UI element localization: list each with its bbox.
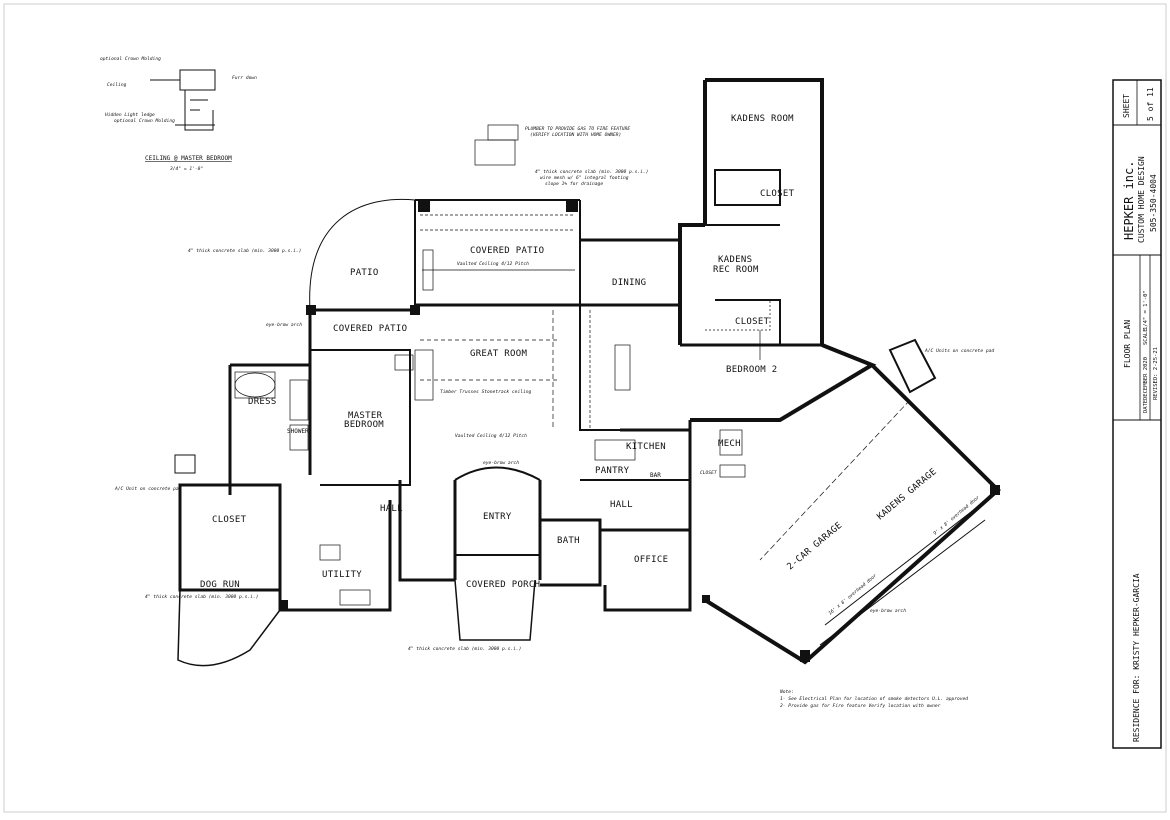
room-label-kadens-room: KADENS ROOM [731, 114, 794, 124]
detail-note-furr: Furr down [232, 75, 257, 81]
ceiling-detail [150, 69, 216, 131]
note-1: 1- See Electrical Plan for location of s… [780, 696, 968, 702]
note-vaulted-patio: Vaulted Ceiling 4/12 Pitch [457, 261, 529, 267]
room-label-covered-porch: COVERED PORCH [466, 580, 540, 590]
note-slab-patio: 4" thick concrete slab (min. 3000 p.s.i.… [535, 169, 648, 175]
note-eyebrow-entry: eye-brow arch [483, 460, 519, 466]
scale-value: 1/4" = 1'-0" [1143, 290, 1149, 330]
detail-title: CEILING @ MASTER BEDROOM [145, 155, 232, 162]
note-slab-dogrun: 4" thick concrete slab (min. 3000 p.s.i.… [145, 594, 258, 600]
room-label-patio: PATIO [350, 268, 379, 278]
room-label-dress: DRESS [248, 397, 277, 407]
room-label-bar: BAR [650, 472, 661, 479]
room-label-closet-bed2: CLOSET [735, 317, 770, 327]
room-label-kitchen: KITCHEN [626, 442, 666, 452]
note-fire-feature: PLUMBER TO PROVIDE GAS TO FIRE FEATURE [525, 126, 630, 132]
scale-label: SCALE [1143, 328, 1149, 345]
room-label-closet-master: CLOSET [212, 515, 247, 525]
note-vaulted: Vaulted Ceiling 4/12 Pitch [455, 433, 527, 439]
room-label-covered-patio-west: COVERED PATIO [333, 324, 407, 334]
room-label-hall-east: HALL [610, 500, 633, 510]
notes-title: Note: [779, 689, 794, 695]
room-label-pantry: PANTRY [595, 466, 630, 476]
date-value: DECEMBER 2020 [1143, 357, 1149, 400]
room-label-entry: ENTRY [483, 512, 512, 522]
room-label-2-car-garage: 2-CAR GARAGE [786, 521, 845, 573]
detail-note-crown-2: optional Crown Molding [114, 118, 175, 124]
note-fire-feature-verify: (VERIFY LOCATION WITH HOME OWNER) [530, 132, 621, 138]
sheet-border [3, 3, 1167, 813]
sheet-label: SHEET [1122, 94, 1131, 118]
room-label-hall-west: HALL [380, 504, 403, 514]
interior-fixtures [234, 124, 986, 646]
note-ac-unit-west: A/C Unit on concrete pad [114, 486, 182, 492]
detail-scale: 3/4" = 1'-0" [169, 166, 203, 172]
room-label-dining: DINING [612, 278, 646, 288]
room-label-rec-room: REC ROOM [713, 265, 759, 275]
room-label-kadens-rec: KADENS [718, 255, 752, 265]
room-label-great-room: GREAT ROOM [470, 349, 527, 359]
room-label-kadens-garage: KADENS GARAGE [876, 467, 939, 522]
date-label: DATE [1143, 400, 1149, 413]
note-eyebrow-garage: eye-brow arch [870, 608, 906, 614]
company-name: HEPKER inc. [1122, 161, 1136, 240]
room-label-shower: SHOWER [287, 428, 309, 435]
detail-note-crown-1: optional Crown Molding [100, 56, 161, 62]
note-ac-units: A/C Units on concrete pad [924, 348, 994, 354]
revised-date: REVISED: 2-25-21 [1153, 347, 1159, 400]
note-2: 2- Provide gas for Fire feature Verify l… [780, 703, 941, 709]
room-label-utility: UTILITY [322, 570, 362, 580]
room-label-bedroom: BEDROOM [344, 420, 384, 430]
piers [174, 200, 1000, 662]
room-label-dog-run: DOG RUN [200, 580, 240, 590]
sheet-number: 5 of 11 [1146, 87, 1155, 121]
room-label-master: MASTER [348, 411, 383, 421]
room-label-closet-mech: CLOSET [700, 470, 717, 476]
annotations: PLUMBER TO PROVIDE GAS TO FIRE FEATURE (… [114, 126, 994, 709]
room-label-covered-patio: COVERED PATIO [470, 246, 544, 256]
exterior-walls [177, 78, 1001, 667]
room-label-bath: BATH [557, 536, 580, 546]
room-label-bedroom-2: BEDROOM 2 [726, 365, 777, 375]
note-overhead-door-9: 9' x 8' overhead door [932, 494, 981, 536]
detail-note-ceiling: Ceiling [107, 82, 127, 88]
room-label-office: OFFICE [634, 555, 668, 565]
note-slab-west: 4" thick concrete slab (min. 3000 p.s.i.… [188, 248, 301, 254]
plan-title: FLOOR PLAN [1123, 320, 1132, 368]
note-slab-patio-mesh: wire mesh w/ 6" integral footing [540, 175, 629, 181]
company-phone: 505-350-4004 [1149, 174, 1158, 232]
room-label-closet-kadens: CLOSET [760, 189, 795, 199]
note-slab-patio-slope: slope 1% for drainage [545, 181, 603, 187]
residence-for: RESIDENCE FOR: KRISTY HEPKER-GARCIA [1132, 573, 1141, 742]
title-block: SHEET 5 of 11 HEPKER inc. CUSTOM HOME DE… [1112, 79, 1162, 749]
note-great-room-ceiling: Timber Trusses Stonetrack ceiling [440, 389, 532, 395]
detail-note-ledge: Hidden Light ledge [104, 112, 155, 118]
note-slab-porch: 4" thick concrete slab (min. 3000 p.s.i.… [408, 646, 521, 652]
note-eyebrow-patio: eye-brow arch [266, 322, 302, 328]
company-subtitle: CUSTOM HOME DESIGN [1137, 156, 1146, 243]
room-label-mech: MECH [718, 439, 741, 449]
